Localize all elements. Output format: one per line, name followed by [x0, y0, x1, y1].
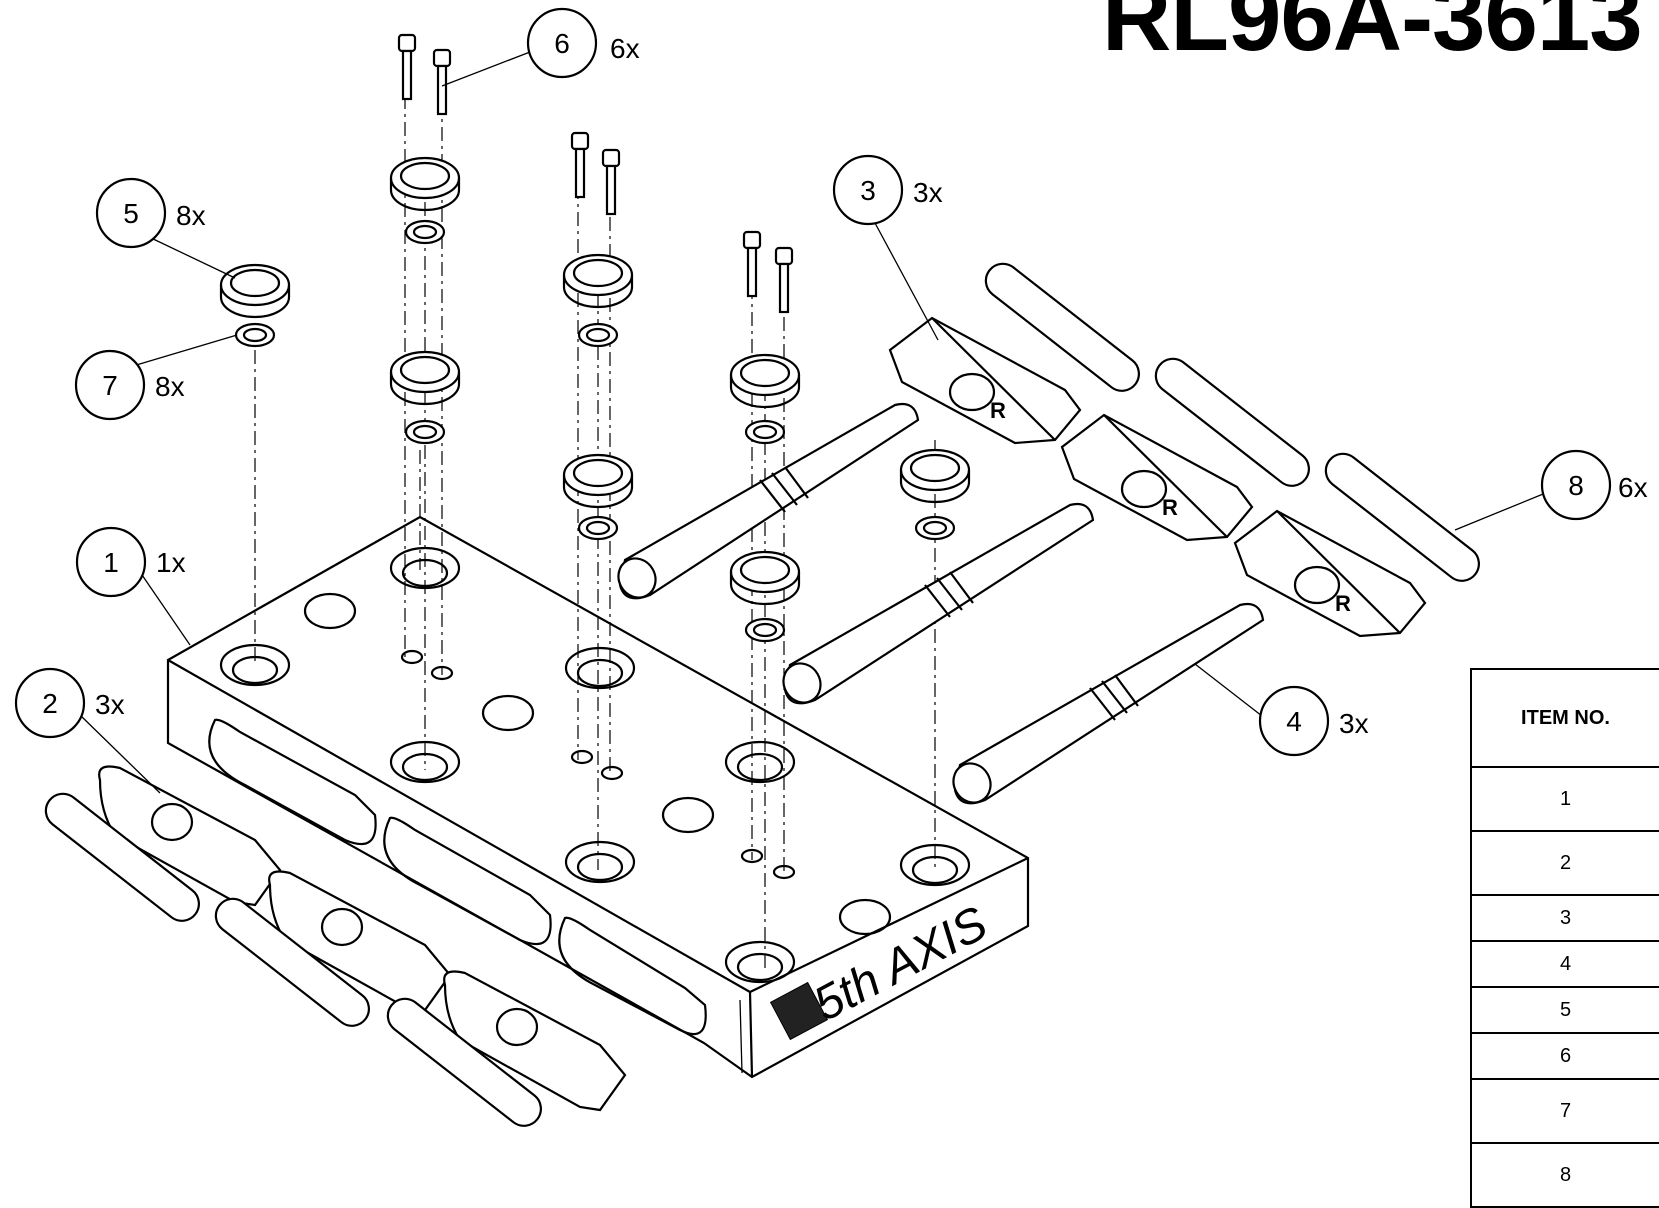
balloon-3: 3 3x [832, 154, 943, 226]
svg-text:2: 2 [42, 688, 58, 719]
svg-text:8x: 8x [176, 200, 206, 231]
bom-row: 7 [1470, 1078, 1659, 1144]
svg-text:6x: 6x [610, 33, 640, 64]
svg-text:3x: 3x [1339, 708, 1369, 739]
screw [432, 48, 452, 116]
nut-letter: R [1162, 495, 1178, 520]
screw [397, 33, 417, 101]
seal-rings [219, 156, 971, 606]
balloon-5: 5 8x [95, 177, 206, 249]
bom-row: 1 [1470, 766, 1659, 832]
o-rings [234, 219, 956, 643]
plate-side-slots [208, 718, 707, 1036]
nut-letter: R [990, 398, 1006, 423]
gasket-loops [44, 262, 1480, 1127]
screw [601, 148, 621, 216]
clamp-blocks-right: R R R [888, 316, 1427, 638]
exploded-assembly-drawing: 5th AXIS [14, 7, 1648, 1127]
bom-row: 6 [1470, 1032, 1659, 1080]
svg-text:4: 4 [1286, 706, 1302, 737]
seal-ring [562, 253, 634, 309]
svg-text:5: 5 [123, 198, 139, 229]
pin [952, 602, 1265, 805]
bill-of-materials: ITEM NO. 1 2 3 4 5 6 7 8 [1470, 668, 1659, 1208]
balloon-leaders [79, 51, 1549, 794]
clamp-block: R [888, 316, 1082, 445]
svg-text:6x: 6x [1618, 472, 1648, 503]
pin [782, 502, 1095, 705]
svg-text:7: 7 [102, 370, 118, 401]
seal-ring [389, 156, 461, 212]
seal-ring [729, 353, 801, 409]
seal-ring [729, 550, 801, 606]
balloon-7: 7 8x [74, 349, 185, 421]
pin [617, 402, 920, 600]
screws [397, 33, 794, 314]
clamp-block [268, 870, 452, 1012]
pins [617, 402, 1265, 805]
drawing-title: RL96A-3613 [1102, 0, 1643, 71]
bom-row: 2 [1470, 830, 1659, 896]
clamp-block: R [1233, 509, 1427, 638]
balloon-1: 1 1x [75, 526, 186, 598]
clamp-block [443, 970, 627, 1112]
svg-text:3: 3 [860, 175, 876, 206]
screw [774, 246, 794, 314]
svg-text:3x: 3x [913, 177, 943, 208]
svg-text:1x: 1x [156, 547, 186, 578]
screw [742, 230, 762, 298]
seal-ring [389, 350, 461, 406]
bom-row: 5 [1470, 986, 1659, 1034]
screw [570, 131, 590, 199]
bom-row: 4 [1470, 940, 1659, 988]
bom-row: 3 [1470, 894, 1659, 942]
clamp-block: R [1060, 413, 1254, 542]
svg-text:6: 6 [554, 28, 570, 59]
svg-text:8x: 8x [155, 371, 185, 402]
clamp-block [98, 765, 282, 907]
seal-ring [562, 453, 634, 509]
bom-header-item-no: ITEM NO. [1470, 668, 1659, 768]
balloon-4: 4 3x [1258, 685, 1369, 757]
balloon-6: 6 6x [526, 7, 640, 79]
balloons: 6 6x 5 8x 7 8x 1 1x 2 3x 3 3x 4 3x 8 6x [14, 7, 1648, 757]
nut-letter: R [1335, 591, 1351, 616]
seal-ring [219, 263, 291, 319]
svg-text:1: 1 [103, 547, 119, 578]
clamp-blocks-left [98, 765, 627, 1112]
svg-text:8: 8 [1568, 470, 1584, 501]
svg-text:3x: 3x [95, 689, 125, 720]
bom-row: 8 [1470, 1142, 1659, 1208]
balloon-2: 2 3x [14, 667, 125, 739]
seal-ring [899, 448, 971, 504]
balloon-8: 8 6x [1540, 449, 1648, 521]
